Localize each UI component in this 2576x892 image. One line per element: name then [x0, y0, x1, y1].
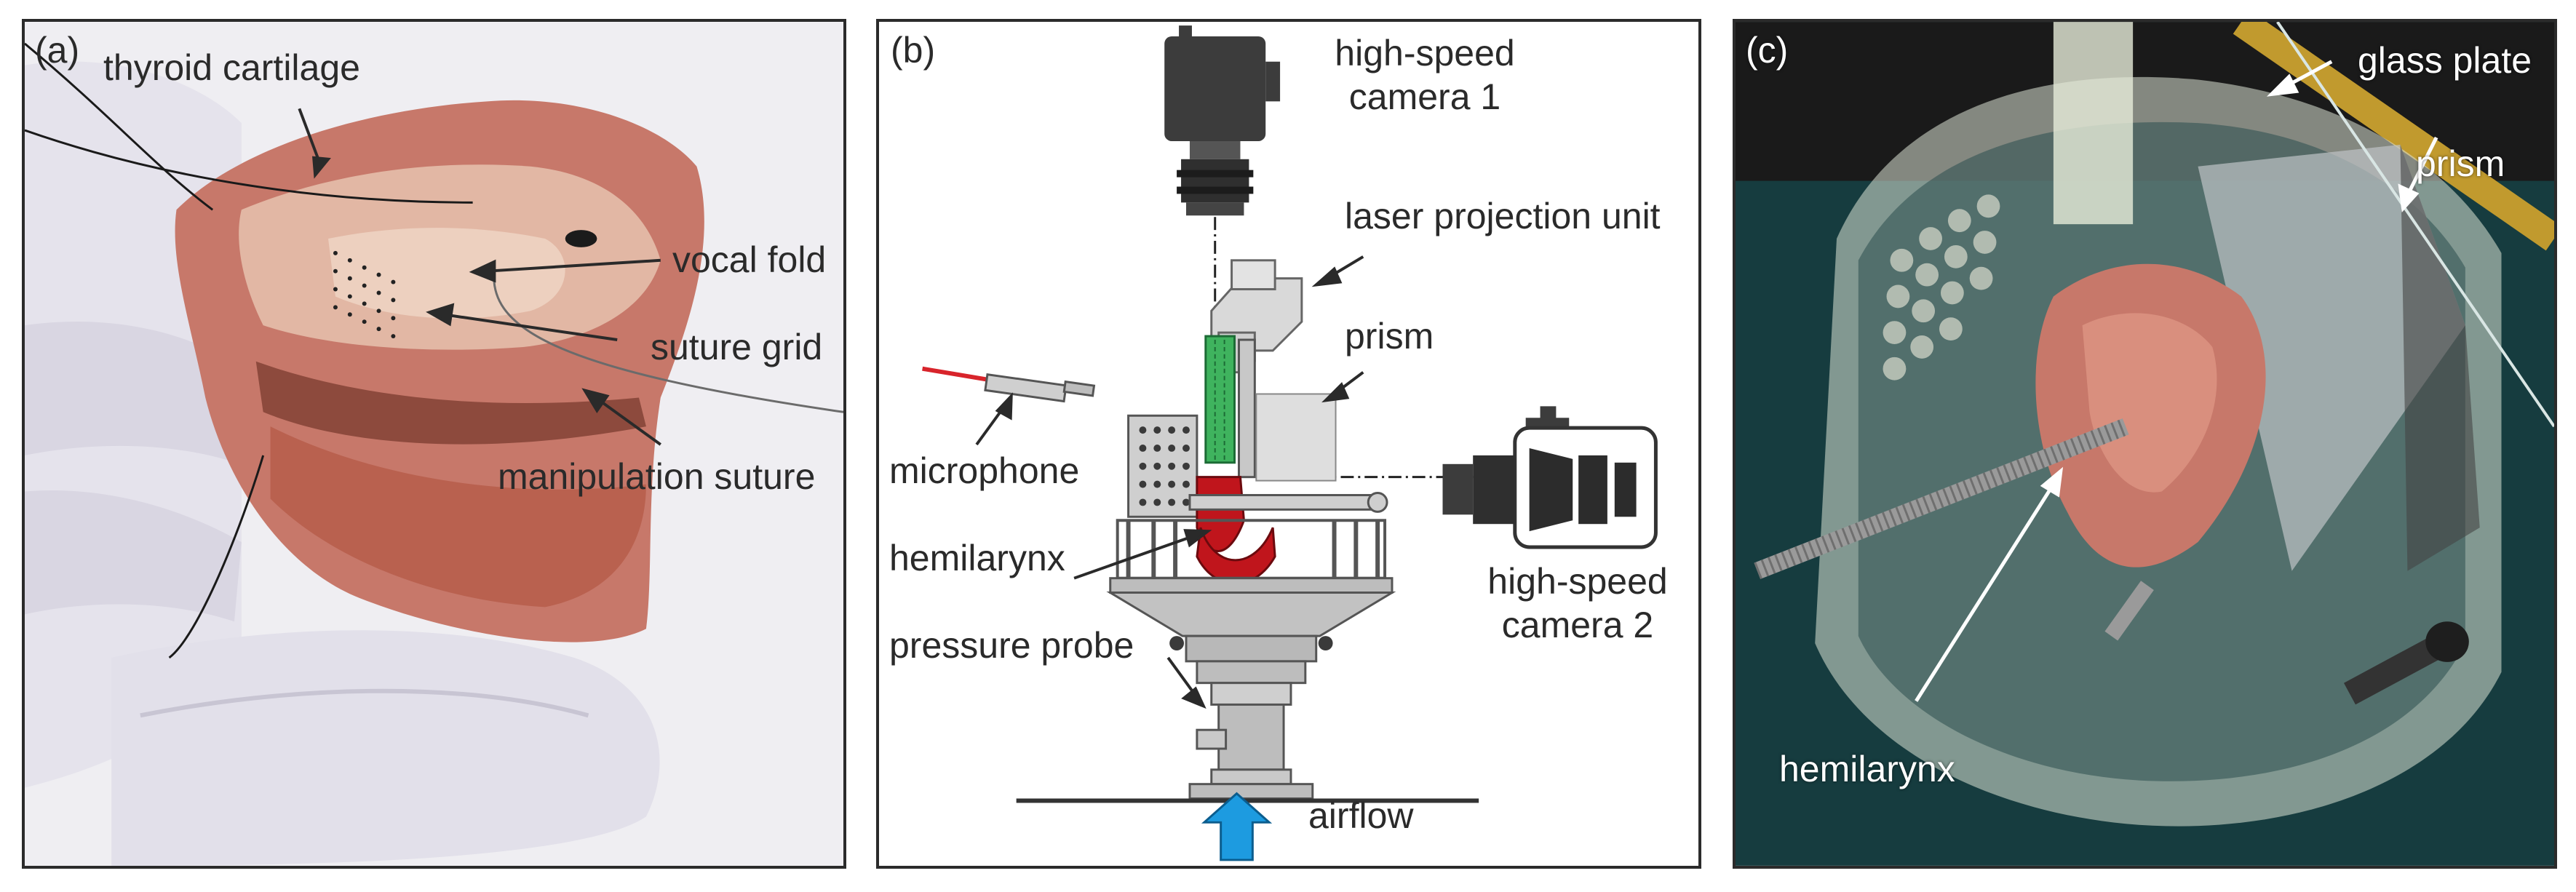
panel-a-illustration	[25, 22, 843, 866]
panel-a-tag: (a)	[35, 30, 80, 71]
camera-1-icon	[1164, 25, 1281, 216]
label-camera-1-line1: high-speed	[1335, 33, 1515, 73]
label-laser-projection-unit: laser projection unit	[1345, 196, 1661, 236]
label-pressure-probe: pressure probe	[889, 625, 1134, 666]
panel-b-illustration	[922, 25, 1658, 861]
label-vocal-fold: vocal fold	[672, 239, 827, 280]
label-camera-2-line1: high-speed	[1487, 561, 1668, 602]
label-prism: prism	[1345, 316, 1434, 357]
panel-b-schematic: (b) high-speed camera 1 laser projection…	[876, 19, 1701, 869]
label-glass-plate: glass plate	[2358, 40, 2532, 81]
label-prism-c: prism	[2416, 143, 2505, 184]
label-thyroid-cartilage: thyroid cartilage	[103, 47, 360, 88]
panel-a-photo: (a) thyroid cartilage vocal fold suture …	[22, 19, 846, 869]
label-airflow: airflow	[1308, 795, 1414, 836]
label-manipulation-suture: manipulation suture	[498, 456, 816, 497]
panel-c-tag: (c)	[1746, 30, 1789, 71]
label-microphone: microphone	[889, 450, 1080, 491]
airflow-arrow-icon	[1201, 792, 1273, 861]
microphone-icon	[922, 366, 1096, 403]
camera-2-icon	[1442, 406, 1658, 549]
label-camera-1-line2: camera 1	[1348, 76, 1501, 117]
panel-c-illustration	[1736, 22, 2554, 866]
panel-c-photo: (c) glass plate prism hemilarynx	[1733, 19, 2557, 869]
label-camera-2-line2: camera 2	[1501, 605, 1654, 645]
label-hemilarynx: hemilarynx	[889, 538, 1065, 578]
label-suture-grid: suture grid	[651, 327, 823, 367]
label-hemilarynx-c: hemilarynx	[1779, 749, 1955, 789]
panel-b-tag: (b)	[891, 30, 936, 71]
